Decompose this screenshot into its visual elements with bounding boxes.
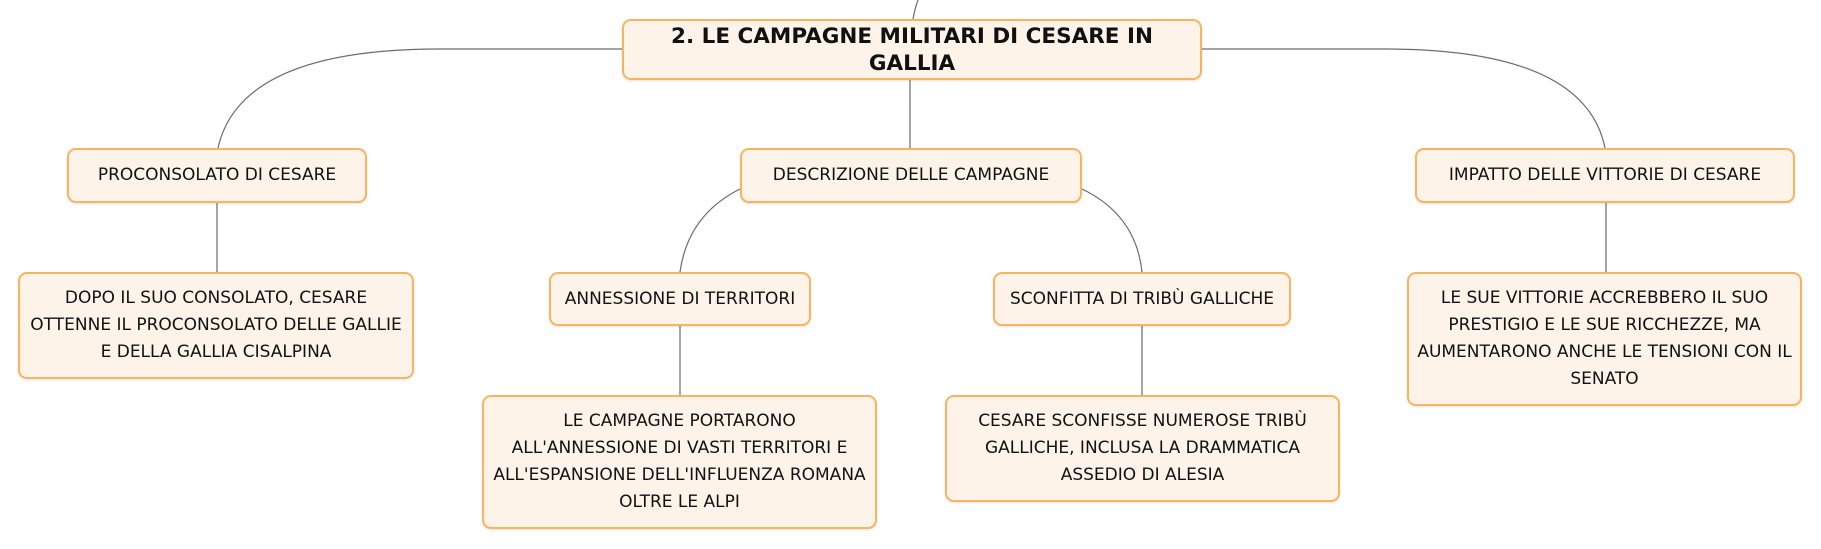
topic-label-impatto: IMPATTO DELLE VITTORIE DI CESARE bbox=[1448, 165, 1762, 185]
detail-text-annessione: LE CAMPAGNE PORTARONO ALL'ANNESSIONE DI … bbox=[493, 411, 866, 512]
connector-parent-to-root bbox=[912, 0, 919, 20]
topic-label-descrizione: DESCRIZIONE DELLE CAMPAGNE bbox=[772, 165, 1050, 185]
detail-node-annessione[interactable]: LE CAMPAGNE PORTARONO ALL'ANNESSIONE DI … bbox=[482, 395, 877, 529]
connector-root-to-proconsolato bbox=[217, 48, 622, 149]
detail-node-sconfitta[interactable]: CESARE SCONFISSE NUMEROSE TRIBÙ GALLICHE… bbox=[945, 395, 1340, 502]
topic-node-descrizione[interactable]: DESCRIZIONE DELLE CAMPAGNE bbox=[740, 148, 1082, 203]
subtopic-label-annessione: ANNESSIONE DI TERRITORI bbox=[564, 288, 796, 309]
detail-text-impatto: LE SUE VITTORIE ACCREBBERO IL SUO PRESTI… bbox=[1417, 288, 1792, 389]
connector-descrizione-to-annessione bbox=[679, 188, 741, 273]
root-topic-label: 2. LE CAMPAGNE MILITARI DI CESARE IN GAL… bbox=[671, 23, 1153, 76]
subtopic-label-sconfitta: SCONFITTA DI TRIBÙ GALLICHE bbox=[1009, 288, 1275, 309]
connector-root-to-impatto bbox=[1202, 48, 1606, 149]
connector-descrizione-to-sconfitta bbox=[1081, 188, 1143, 273]
topic-label-proconsolato: PROCONSOLATO DI CESARE bbox=[97, 165, 337, 185]
topic-node-proconsolato[interactable]: PROCONSOLATO DI CESARE bbox=[67, 148, 367, 203]
subtopic-node-sconfitta[interactable]: SCONFITTA DI TRIBÙ GALLICHE bbox=[993, 272, 1291, 326]
detail-text-proconsolato: DOPO IL SUO CONSOLATO, CESARE OTTENNE IL… bbox=[30, 288, 402, 362]
topic-node-impatto[interactable]: IMPATTO DELLE VITTORIE DI CESARE bbox=[1415, 148, 1795, 203]
subtopic-node-annessione[interactable]: ANNESSIONE DI TERRITORI bbox=[549, 272, 811, 326]
root-topic-node[interactable]: 2. LE CAMPAGNE MILITARI DI CESARE IN GAL… bbox=[622, 19, 1202, 80]
detail-text-sconfitta: CESARE SCONFISSE NUMEROSE TRIBÙ GALLICHE… bbox=[978, 411, 1307, 485]
detail-node-impatto[interactable]: LE SUE VITTORIE ACCREBBERO IL SUO PRESTI… bbox=[1407, 272, 1802, 406]
detail-node-proconsolato[interactable]: DOPO IL SUO CONSOLATO, CESARE OTTENNE IL… bbox=[18, 272, 414, 379]
